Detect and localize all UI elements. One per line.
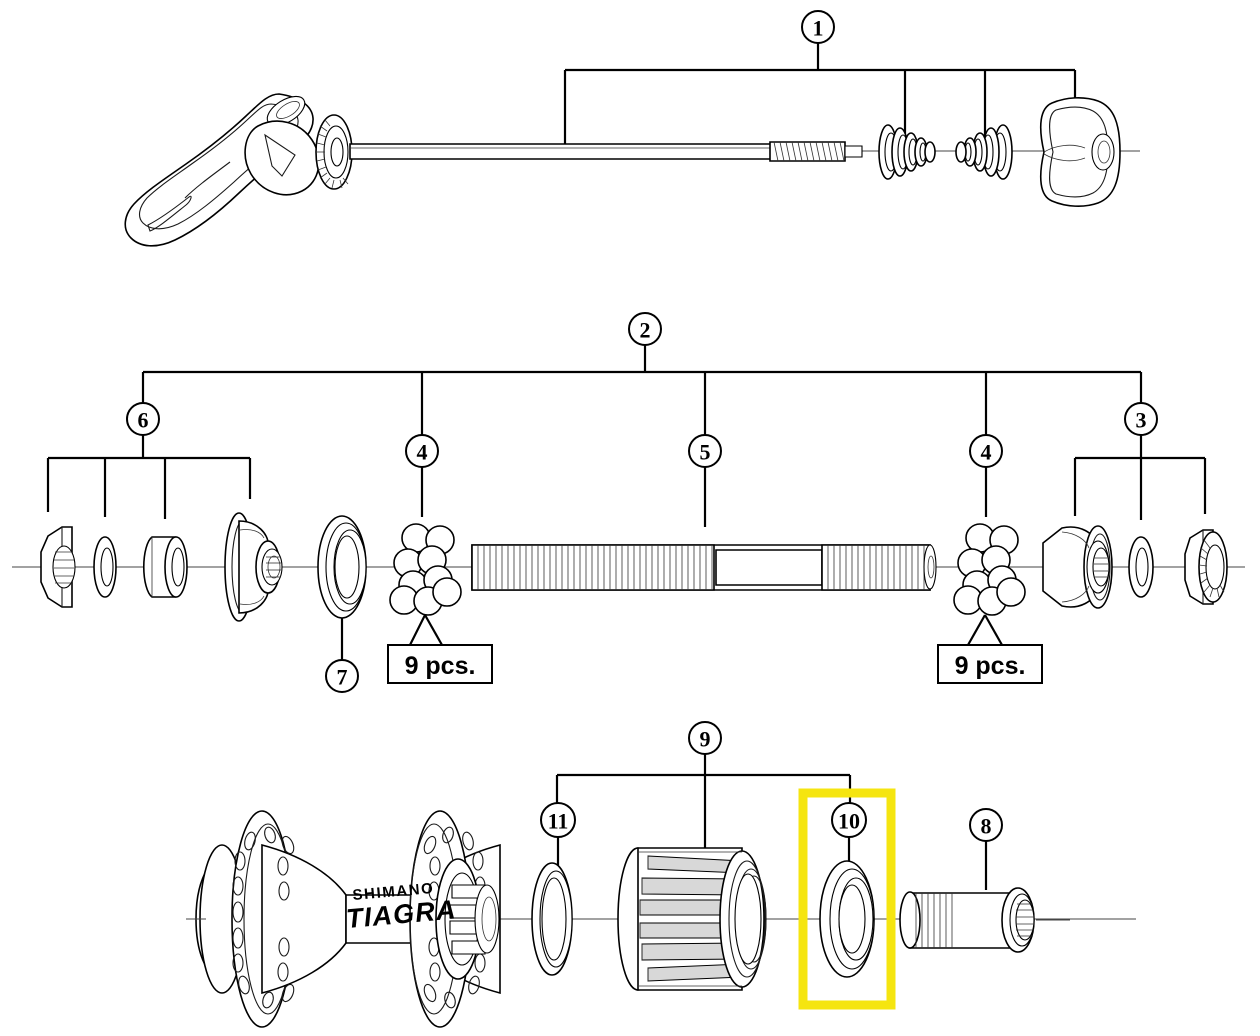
callout-3-label: 3 bbox=[1136, 408, 1147, 433]
callout-1-label: 1 bbox=[813, 16, 824, 41]
quantity-label-left-text: 9 pcs. bbox=[405, 652, 476, 680]
row-2-axle-group bbox=[12, 345, 1245, 660]
bracket-1 bbox=[563, 43, 1077, 150]
dust-seal-ring bbox=[819, 860, 875, 978]
freehub-body bbox=[617, 847, 767, 991]
callout-1[interactable]: 1 bbox=[801, 10, 835, 44]
callout-7-label: 7 bbox=[337, 665, 348, 690]
spacer-sleeve bbox=[899, 887, 1070, 953]
hub-spline-seat bbox=[435, 858, 500, 980]
ball-bearings-left bbox=[389, 523, 462, 616]
callout-bubbles: 1 2 6 3 4 5 4 7 bbox=[126, 10, 1158, 842]
spacer-nut-left bbox=[142, 536, 188, 598]
callout-2[interactable]: 2 bbox=[628, 312, 662, 346]
washer-left bbox=[93, 536, 117, 598]
bracket-3 bbox=[1073, 435, 1207, 520]
callout-2-label: 2 bbox=[640, 318, 651, 343]
axle bbox=[471, 544, 937, 591]
lock-nut-right bbox=[1184, 529, 1228, 605]
callout-8[interactable]: 8 bbox=[969, 808, 1003, 842]
callout-6-label: 6 bbox=[138, 408, 149, 433]
skewer-threaded-end bbox=[769, 141, 863, 162]
callout-9[interactable]: 9 bbox=[688, 721, 722, 755]
highlight-box-part-10 bbox=[798, 788, 896, 1010]
callout-5[interactable]: 5 bbox=[688, 434, 722, 468]
dust-seal-left bbox=[317, 515, 367, 619]
ball-bearings-right bbox=[953, 523, 1026, 616]
callout-3[interactable]: 3 bbox=[1124, 402, 1158, 436]
quantity-label-left: 9 pcs. bbox=[387, 614, 493, 684]
lock-nut-left bbox=[40, 526, 76, 608]
row-3-hub-group: SHIMANO TIAGRA bbox=[186, 754, 1136, 1028]
seal-ring bbox=[531, 862, 573, 976]
callout-10-label: 10 bbox=[838, 809, 860, 834]
spring-right bbox=[955, 124, 1013, 180]
bracket-2 bbox=[141, 345, 1143, 435]
callout-4-left-label: 4 bbox=[417, 440, 428, 465]
bearing-cone-left bbox=[224, 512, 283, 622]
callout-4-left[interactable]: 4 bbox=[405, 434, 439, 468]
quantity-label-right-text: 9 pcs. bbox=[955, 652, 1026, 680]
callout-8-label: 8 bbox=[981, 814, 992, 839]
callout-4-right-label: 4 bbox=[981, 440, 992, 465]
callout-9-label: 9 bbox=[700, 727, 711, 752]
callout-11-label: 11 bbox=[548, 809, 569, 834]
serrated-washer bbox=[315, 114, 353, 190]
callout-11[interactable]: 11 bbox=[540, 802, 576, 838]
quantity-label-right: 9 pcs. bbox=[937, 614, 1043, 684]
row-1-quick-release-group bbox=[124, 43, 1140, 247]
callout-5-label: 5 bbox=[700, 440, 711, 465]
bearing-cone-right bbox=[1042, 525, 1113, 609]
spring-left bbox=[878, 124, 936, 180]
callout-6[interactable]: 6 bbox=[126, 402, 160, 436]
adjusting-nut bbox=[1039, 97, 1121, 207]
washer-right bbox=[1128, 536, 1154, 598]
quick-release-lever bbox=[124, 93, 773, 247]
callout-10[interactable]: 10 bbox=[831, 802, 867, 838]
hub-shell: SHIMANO TIAGRA bbox=[186, 810, 501, 1028]
callout-7[interactable]: 7 bbox=[325, 659, 359, 693]
callout-4-right[interactable]: 4 bbox=[969, 434, 1003, 468]
bracket-6 bbox=[46, 435, 252, 519]
